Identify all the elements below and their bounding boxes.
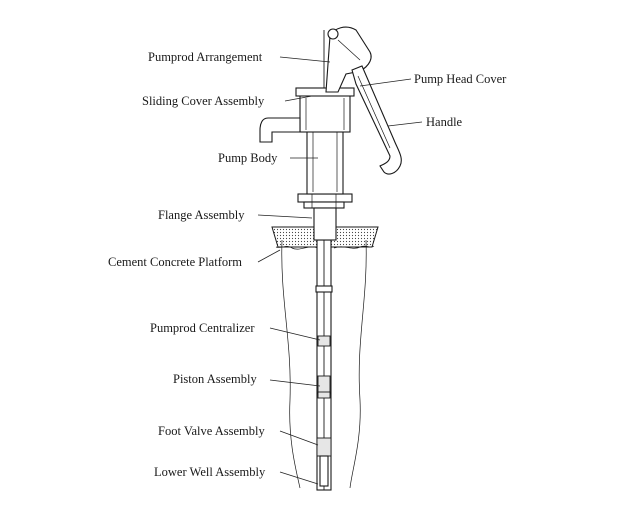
label-flange-assembly: Flange Assembly — [158, 208, 245, 222]
label-lower-well-assembly: Lower Well Assembly — [154, 465, 266, 479]
borehole — [281, 239, 367, 489]
label-cement-concrete-platform: Cement Concrete Platform — [108, 255, 242, 269]
label-foot-valve-assembly: Foot Valve Assembly — [158, 424, 265, 438]
pump-head — [259, 87, 355, 143]
riser-pipe — [315, 30, 333, 491]
label-sliding-cover-assembly: Sliding Cover Assembly — [142, 94, 265, 108]
label-handle: Handle — [426, 115, 463, 129]
pump-body-part — [306, 129, 344, 241]
label-pumprod-centralizer: Pumprod Centralizer — [150, 321, 255, 335]
label-pumprod-arrangement: Pumprod Arrangement — [148, 50, 263, 64]
label-pump-body: Pump Body — [218, 151, 278, 165]
leader-lines — [257, 56, 423, 485]
flange-assembly-part — [297, 193, 353, 209]
handle-part — [351, 65, 402, 175]
label-piston-assembly: Piston Assembly — [173, 372, 257, 386]
label-pump-head-cover: Pump Head Cover — [414, 72, 507, 86]
